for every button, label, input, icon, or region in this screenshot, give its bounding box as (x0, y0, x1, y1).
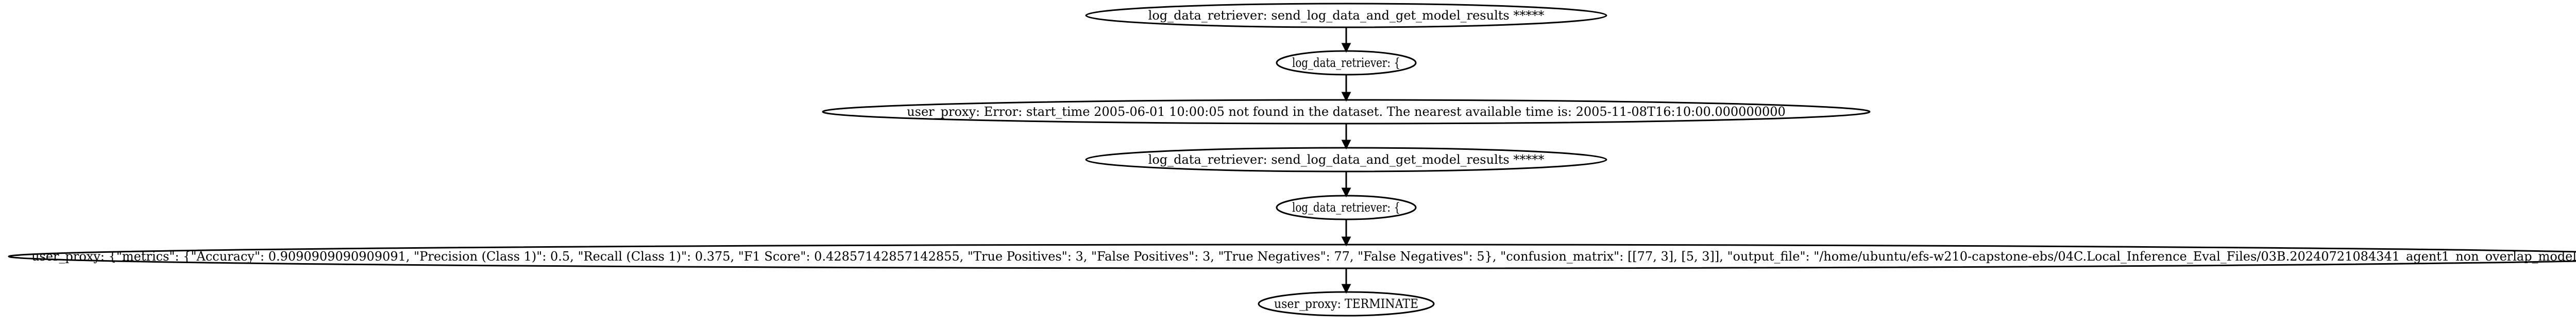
graph-node: log_data_retriever: { (1276, 195, 1417, 220)
node-label: log_data_retriever: send_log_data_and_ge… (1148, 152, 1545, 167)
node-label: user_proxy: TERMINATE (1274, 297, 1418, 311)
graph-node: user_proxy: TERMINATE (1258, 291, 1435, 317)
graph-node: log_data_retriever: send_log_data_and_ge… (1085, 147, 1607, 173)
node-ellipse (1085, 147, 1607, 173)
graph-edge (1341, 75, 1351, 102)
nodes-layer: log_data_retriever: send_log_data_and_ge… (8, 3, 2576, 317)
node-label: log_data_retriever: { (1292, 56, 1400, 70)
graph-node: user_proxy: {"metrics": {"Accuracy": 0.9… (8, 244, 2576, 269)
arrowhead-icon (1341, 187, 1351, 198)
node-ellipse (8, 244, 2576, 269)
node-ellipse (1276, 50, 1417, 76)
graph-node: user_proxy: Error: start_time 2005-06-01… (822, 99, 1871, 125)
node-label: user_proxy: Error: start_time 2005-06-01… (907, 105, 1786, 119)
node-ellipse (1276, 195, 1417, 220)
graph-edge (1341, 124, 1351, 150)
node-label: log_data_retriever: send_log_data_and_ge… (1148, 8, 1545, 23)
graph-node: log_data_retriever: send_log_data_and_ge… (1085, 3, 1607, 28)
edges-layer (1341, 27, 1351, 294)
arrowhead-icon (1341, 284, 1351, 294)
node-label: user_proxy: {"metrics": {"Accuracy": 0.9… (31, 249, 2576, 264)
node-ellipse (1085, 3, 1607, 28)
node-ellipse (1258, 291, 1435, 317)
arrowhead-icon (1341, 140, 1351, 150)
graph-node: log_data_retriever: { (1276, 50, 1417, 76)
graph-edge (1341, 219, 1351, 247)
node-label: log_data_retriever: { (1292, 200, 1400, 215)
arrowhead-icon (1341, 92, 1351, 102)
arrowhead-icon (1341, 236, 1351, 247)
node-ellipse (822, 99, 1871, 125)
graph-edge (1341, 27, 1351, 53)
arrowhead-icon (1341, 43, 1351, 53)
graph-edge (1341, 268, 1351, 294)
graph-edge (1341, 171, 1351, 198)
